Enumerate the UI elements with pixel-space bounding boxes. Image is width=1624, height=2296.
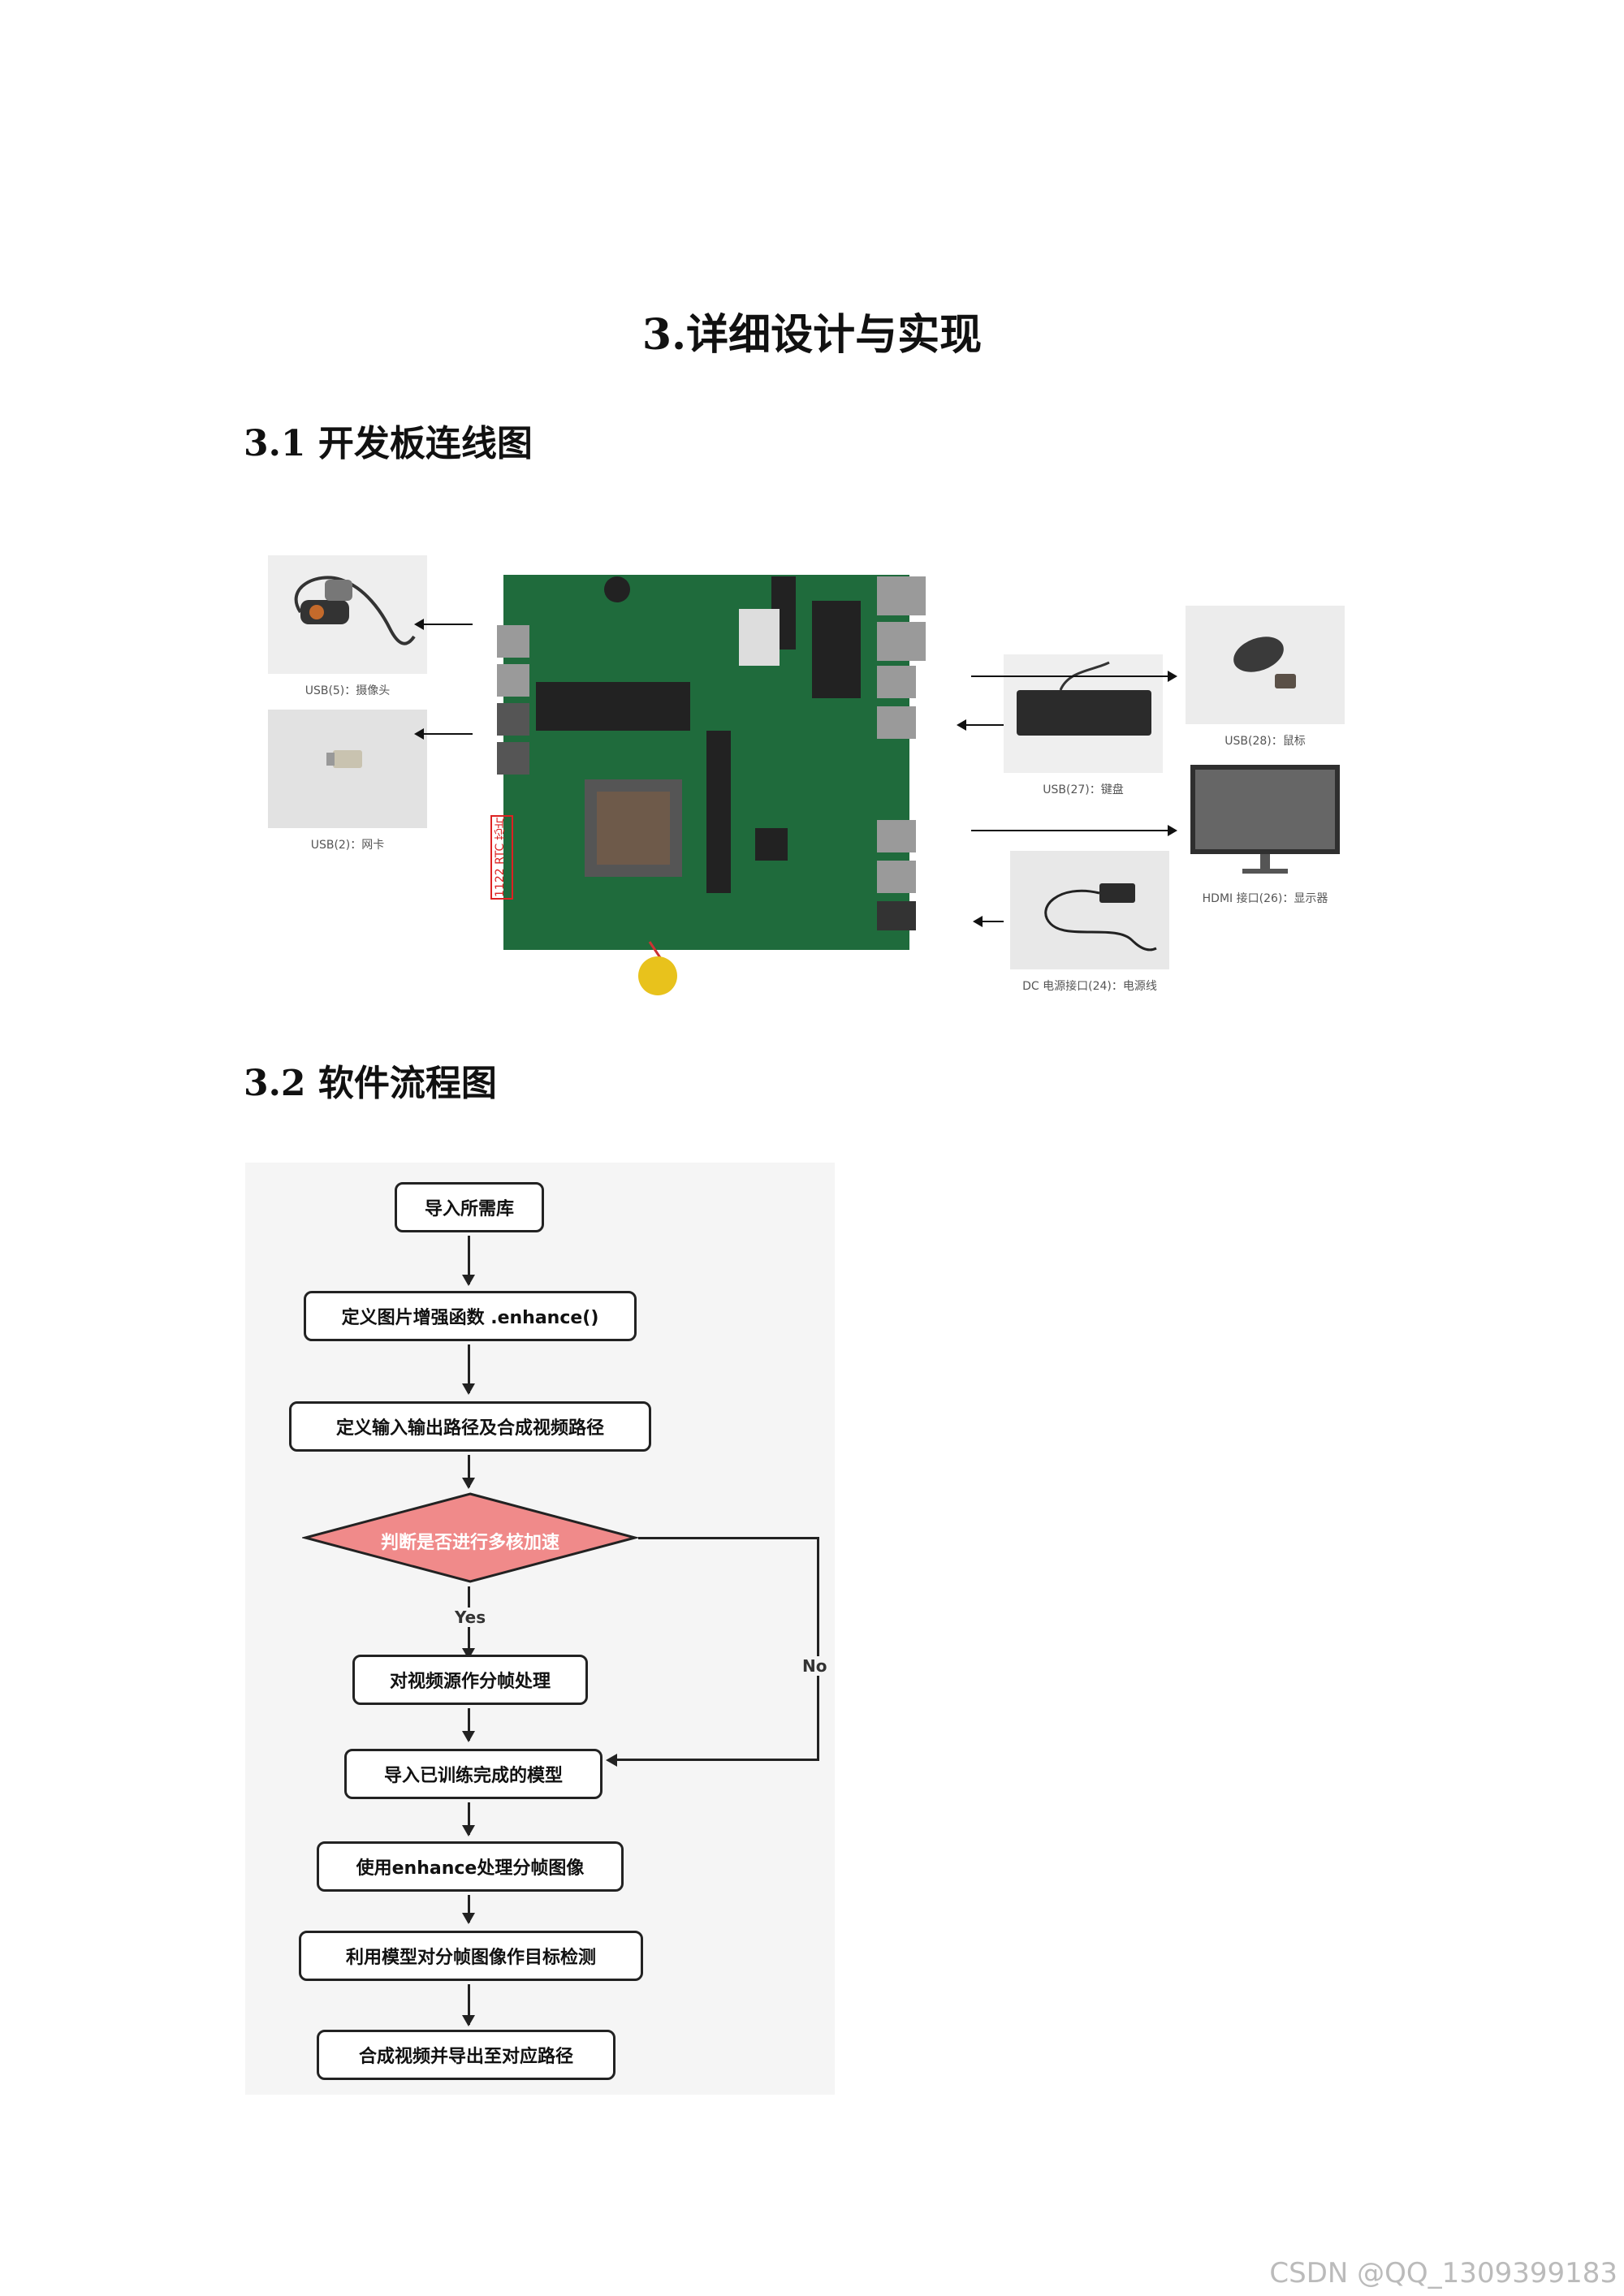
caption-camera: USB(5)：摄像头 bbox=[304, 684, 391, 697]
flow-step-detection: 利用模型对分帧图像作目标检测 bbox=[299, 1931, 643, 1981]
flow-arrow bbox=[462, 1455, 475, 1489]
flow-step-paths: 定义输入输出路径及合成视频路径 bbox=[289, 1401, 651, 1452]
flow-arrow bbox=[462, 1895, 475, 1924]
flow-step-enhance-func: 定义图片增强函数 .enhance() bbox=[304, 1291, 637, 1341]
arrow-power bbox=[973, 916, 1004, 927]
page-title: 3.详细设计与实现 bbox=[641, 310, 983, 360]
camera-photo bbox=[268, 555, 427, 674]
monitor-photo bbox=[1186, 762, 1345, 880]
flow-arrow bbox=[462, 1344, 475, 1395]
dev-board-photo bbox=[487, 560, 942, 999]
watermark: CSDN @QQ_1309399183 bbox=[1269, 2257, 1618, 2290]
flow-no-label: No bbox=[802, 1656, 827, 1676]
flow-arrow bbox=[462, 1708, 475, 1742]
rtc-chip-label: 1122 RTC 芯片 bbox=[490, 815, 513, 900]
flow-decision-label: 判断是否进行多核加速 bbox=[380, 1533, 559, 1553]
wifi-adapter-photo bbox=[268, 710, 427, 828]
section-heading-flowchart: 3.2 软件流程图 bbox=[244, 1063, 497, 1104]
flow-decision-diamond bbox=[302, 1492, 638, 1583]
caption-power: DC 电源接口(24)：电源线 bbox=[1022, 980, 1157, 993]
flow-step-load-model: 导入已训练完成的模型 bbox=[344, 1749, 603, 1799]
software-flowchart: 导入所需库 定义图片增强函数 .enhance() 定义输入输出路径及合成视频路… bbox=[245, 1163, 835, 2095]
arrow-keyboard bbox=[957, 719, 1004, 731]
flow-no-arrowhead bbox=[606, 1754, 617, 1767]
flow-no-line-bottom bbox=[612, 1759, 819, 1761]
arrow-monitor bbox=[971, 825, 1177, 836]
arrow-camera bbox=[414, 619, 473, 630]
keyboard-photo bbox=[1004, 654, 1163, 773]
flow-step-import-libs: 导入所需库 bbox=[395, 1182, 544, 1232]
section-heading-wiring: 3.1 开发板连线图 bbox=[244, 423, 533, 464]
caption-wifi: USB(2)：网卡 bbox=[310, 839, 385, 852]
flow-no-line-right bbox=[817, 1537, 819, 1761]
power-cable-photo bbox=[1010, 851, 1169, 969]
mouse-photo bbox=[1186, 606, 1345, 724]
caption-monitor: HDMI 接口(26)：显示器 bbox=[1202, 892, 1328, 905]
flow-arrow bbox=[462, 1236, 475, 1286]
flow-step-frame-split: 对视频源作分帧处理 bbox=[352, 1655, 588, 1705]
caption-keyboard: USB(27)：键盘 bbox=[1043, 783, 1124, 796]
flow-arrow bbox=[462, 1984, 475, 2026]
flow-step-enhance-frames: 使用enhance处理分帧图像 bbox=[317, 1841, 624, 1892]
flow-no-line-top bbox=[638, 1537, 818, 1539]
flow-arrow bbox=[462, 1802, 475, 1836]
flow-yes-label: Yes bbox=[455, 1608, 486, 1627]
arrow-wifi bbox=[414, 728, 473, 740]
flow-step-export-video: 合成视频并导出至对应路径 bbox=[317, 2030, 615, 2080]
caption-mouse: USB(28)：鼠标 bbox=[1224, 735, 1306, 748]
arrow-mouse bbox=[971, 671, 1177, 682]
